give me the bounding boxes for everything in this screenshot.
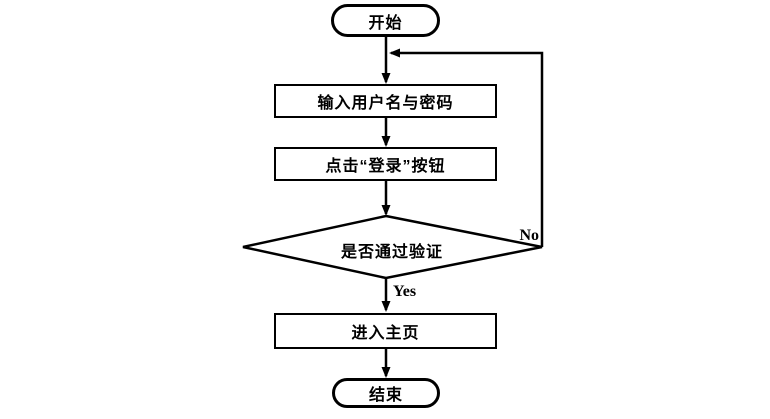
edge-label-no: No [519,227,539,244]
arrowhead-into-end [381,367,391,378]
arrowhead-feedback-merge [389,48,400,58]
arrowhead-into-input [381,73,391,84]
node-click-login: 点击“登录”按钮 [274,147,497,181]
start-label: 开始 [368,14,403,32]
node-input-credentials: 输入用户名与密码 [274,84,497,118]
node-end-terminator: 结束 [332,378,440,408]
end-label: 结束 [368,387,403,404]
click-login-label: 点击“登录”按钮 [325,158,446,175]
arrowhead-into-verify [381,205,391,216]
arrowhead-into-click [381,136,391,147]
enter-home-label: 进入主页 [351,325,420,342]
node-enter-home: 进入主页 [274,313,497,349]
arrowhead-into-home [381,301,391,312]
edge-verify-no-feedback [391,51,544,247]
edge-label-yes: Yes [393,283,417,300]
node-verify-decision-label: 是否通过验证 [340,244,443,261]
node-start-terminator: 开始 [331,4,440,37]
input-credentials-label: 输入用户名与密码 [317,95,454,112]
